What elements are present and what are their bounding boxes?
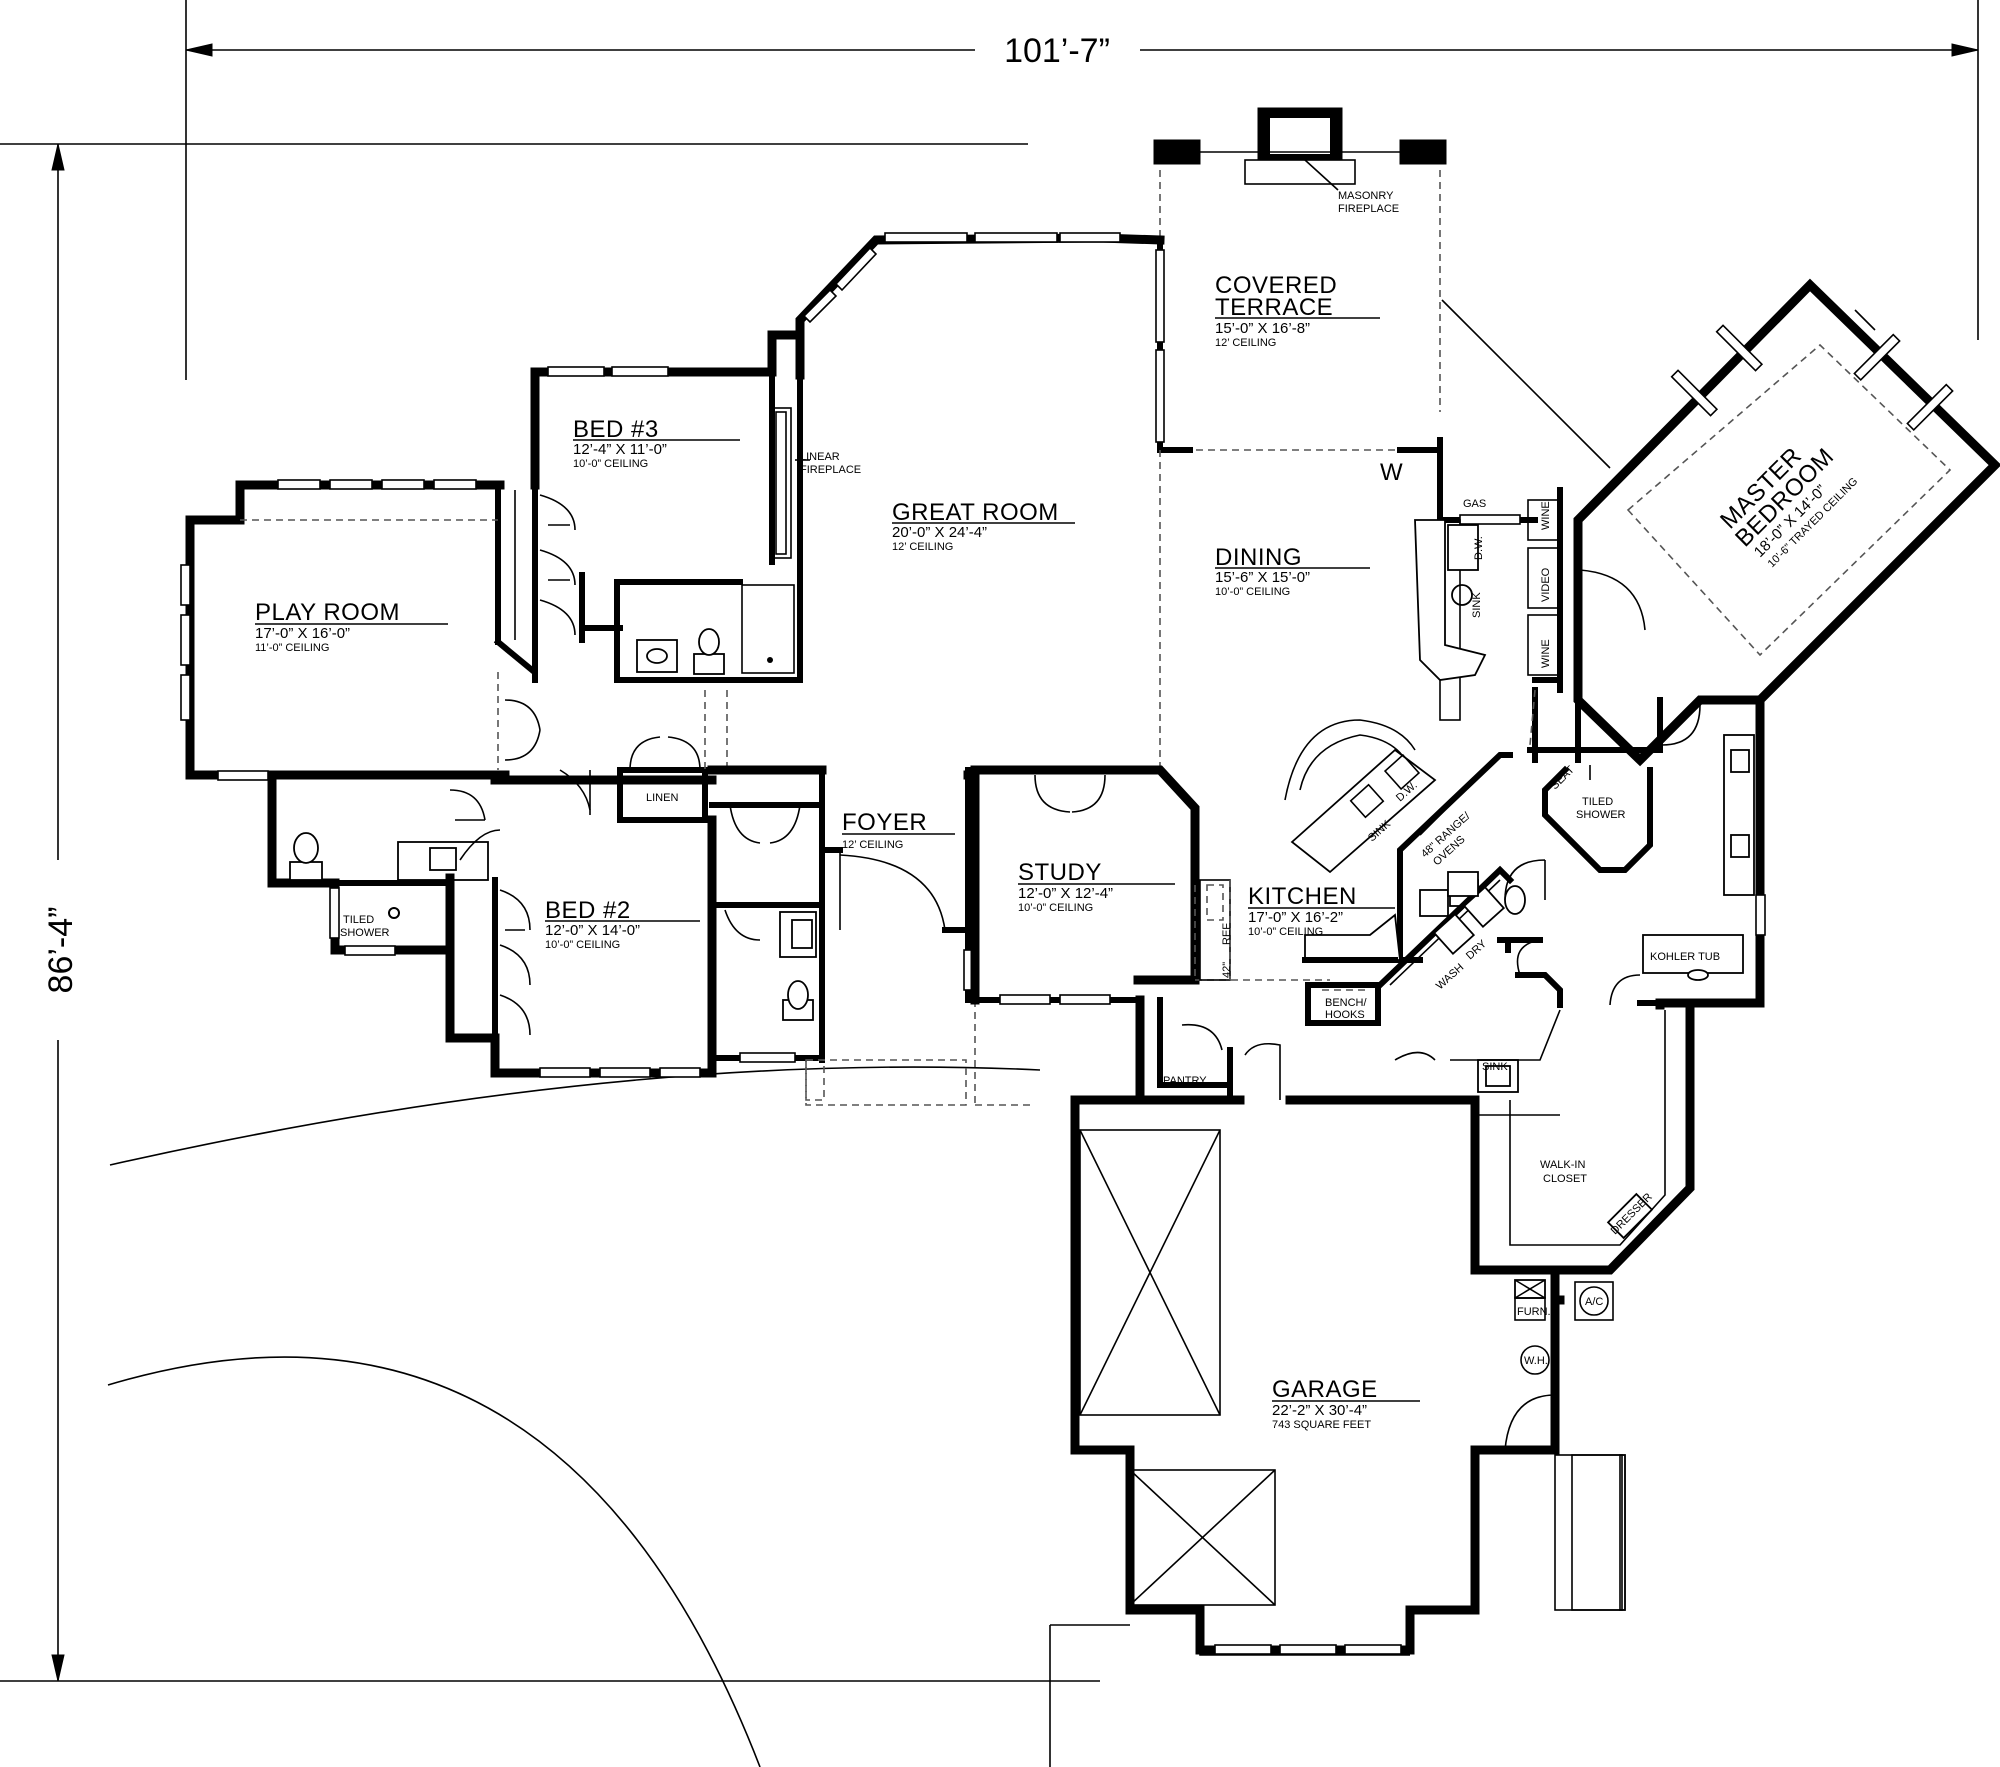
dw-label-1: D.W. <box>1473 536 1485 560</box>
wall-marker: W <box>1380 459 1403 486</box>
foyer-name: FOYER <box>842 809 927 836</box>
walkin-label-1: WALK-IN <box>1540 1159 1585 1171</box>
walk-in-closet <box>1470 1005 1695 1275</box>
tiled-shower-master-2: SHOWER <box>1576 809 1626 821</box>
study-size: 12’-0” X 12’-4” <box>1018 885 1113 902</box>
masonry-fireplace-label-2: FIREPLACE <box>1338 203 1399 215</box>
ref-label: REF <box>1221 923 1233 945</box>
garage-area: 743 SQUARE FEET <box>1272 1419 1371 1431</box>
bed2-ceiling: 10’-0” CEILING <box>545 939 620 951</box>
wash-label: WASH <box>1434 961 1466 992</box>
master-bath <box>1504 569 1766 1010</box>
mud-bench <box>1305 982 1381 1026</box>
ac-label: A/C <box>1585 1296 1603 1308</box>
linen-closet <box>617 736 708 823</box>
play-room <box>180 479 537 781</box>
foyer-ceiling: 12’ CEILING <box>842 839 903 851</box>
bedroom-2 <box>445 775 717 1078</box>
dining-kitchen <box>1199 487 1563 981</box>
video-label: VIDEO <box>1540 567 1552 602</box>
laundry-sink-label: SINK <box>1482 1061 1508 1073</box>
garage <box>1049 1095 1626 1767</box>
laundry-room <box>1375 865 1561 1093</box>
play-room-ceiling: 11’-0” CEILING <box>255 642 329 654</box>
driveway-curve-inner <box>107 1356 761 1767</box>
tub-label: KOHLER TUB <box>1650 951 1720 963</box>
tiled-shower-bath-label-1: TILED <box>343 914 374 926</box>
furnace-label: FURN. <box>1517 1306 1551 1318</box>
covered-terrace-size: 15’-0” X 16’-8” <box>1215 320 1310 337</box>
covered-terrace <box>1153 107 1611 523</box>
driveway-curve-outer <box>109 1066 1041 1166</box>
master-bedroom <box>1573 278 2000 767</box>
kitchen-ceiling: 10’-0” CEILING <box>1248 926 1323 938</box>
pantry-label: PANTRY <box>1163 1075 1207 1087</box>
wet-bar-sink-label: SINK <box>1471 592 1483 618</box>
play-room-size: 17’-0” X 16’-0” <box>255 625 350 642</box>
bed2-name: BED #2 <box>545 897 631 924</box>
garage-name: GARAGE <box>1272 1376 1378 1403</box>
linear-fireplace-label: LINEAR <box>800 451 840 463</box>
great-room-size: 20’-0” X 24’-4” <box>892 524 987 541</box>
bed3-ceiling: 10’-0” CEILING <box>573 458 648 470</box>
dining-size: 15’-6” X 15’-0” <box>1215 569 1310 586</box>
wine-label-2: WINE <box>1540 639 1552 668</box>
overall-depth-dimension: 86’-4” <box>42 907 80 994</box>
linen-label: LINEN <box>646 792 678 804</box>
kitchen-name: KITCHEN <box>1248 883 1357 910</box>
gas-label: GAS <box>1463 498 1486 510</box>
covered-terrace-name-2: TERRACE <box>1215 294 1333 321</box>
play-room-name: PLAY ROOM <box>255 599 400 626</box>
great-room-name: GREAT ROOM <box>892 499 1059 526</box>
bath-2 <box>707 765 827 1101</box>
hall-closets <box>504 482 591 815</box>
overall-width-dimension: 101’-7” <box>1004 32 1110 70</box>
bed3-name: BED #3 <box>573 416 659 443</box>
bed2-size: 12’-0” X 14’-0” <box>545 922 640 939</box>
wine-label-1: WINE <box>1540 501 1552 530</box>
tiled-shower-master-1: TILED <box>1582 796 1613 808</box>
garage-size: 22’-2” X 30’-4” <box>1272 1402 1367 1419</box>
water-heater-label: W.H. <box>1524 1355 1548 1367</box>
dining-name: DINING <box>1215 544 1302 571</box>
great-room-ceiling: 12’ CEILING <box>892 541 953 553</box>
hall-bath <box>267 770 489 963</box>
dining-ceiling: 10’-0” CEILING <box>1215 586 1290 598</box>
masonry-fireplace-label: MASONRY <box>1338 190 1394 202</box>
tiled-shower-bath-label-2: SHOWER <box>340 927 390 939</box>
walkin-label-2: CLOSET <box>1543 1173 1587 1185</box>
covered-terrace-name-1: COVERED <box>1215 272 1337 299</box>
dimension-lines <box>0 0 1979 1682</box>
bed3-size: 12’-4” X 11’-0” <box>573 441 667 458</box>
covered-terrace-ceiling: 12’ CEILING <box>1215 337 1276 349</box>
study-ceiling: 10’-0” CEILING <box>1018 902 1093 914</box>
study <box>963 765 1330 1005</box>
bedroom-3 <box>530 330 805 683</box>
foyer <box>805 767 1035 1106</box>
study-name: STUDY <box>1018 859 1102 886</box>
linear-fireplace-label-2: FIREPLACE <box>800 464 861 476</box>
counter-42-label: 42" <box>1221 962 1233 978</box>
bench-label-1: BENCH/ <box>1325 997 1368 1009</box>
bench-label-2: HOOKS <box>1325 1009 1365 1021</box>
kitchen-size: 17’-0” X 16’-2” <box>1248 909 1343 926</box>
